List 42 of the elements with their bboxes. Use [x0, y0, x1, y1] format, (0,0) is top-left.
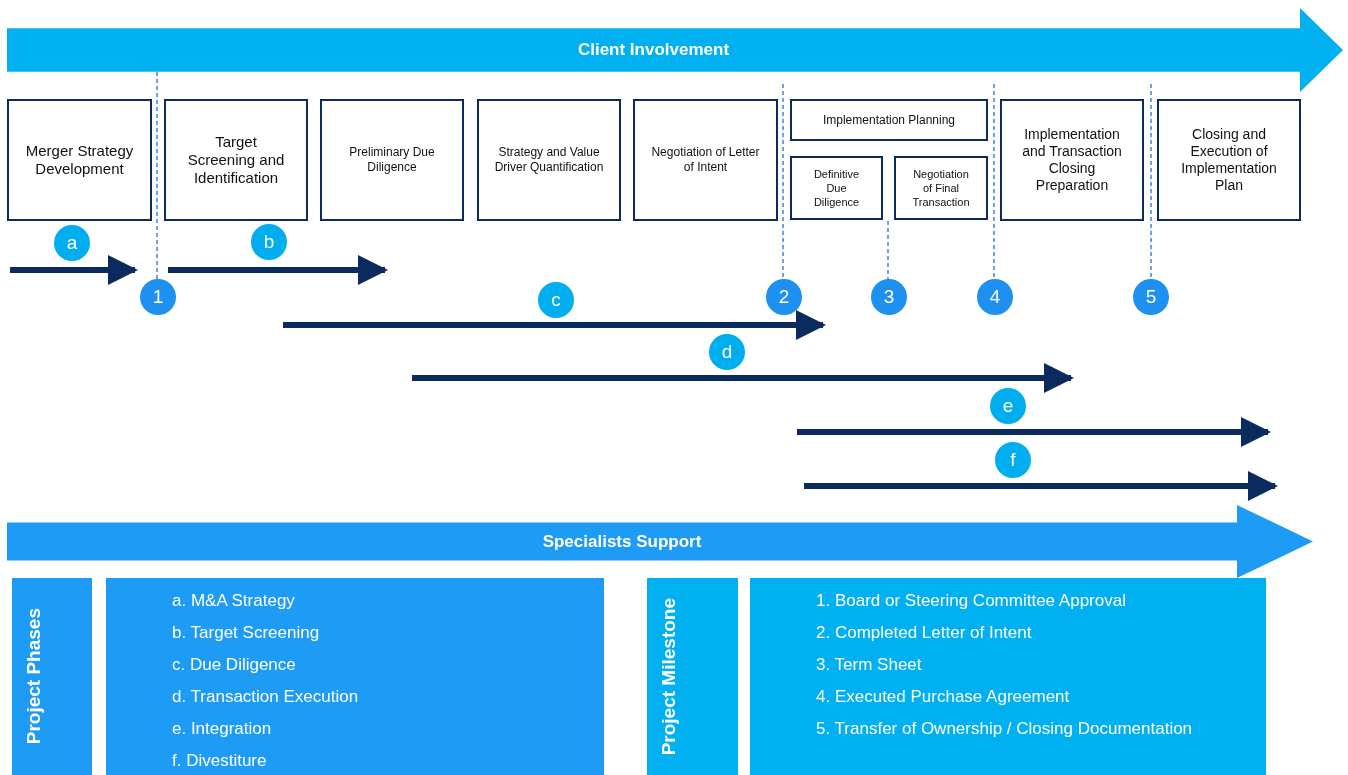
list-item: e. Integration [172, 718, 273, 740]
step-number-badge: e [990, 388, 1026, 424]
list-item: 3. Term Sheet [816, 654, 923, 676]
list-item: d. Transaction Execution [172, 686, 360, 708]
list-item: a. M&A Strategy [172, 590, 296, 612]
step-number-badge: f [995, 442, 1031, 478]
step-number-badge: 3 [871, 279, 907, 315]
process-box: Target Screening and Identification [164, 99, 308, 221]
step-number-badge: b [251, 224, 287, 260]
section-label-panel [12, 578, 92, 775]
section-label: Project Phases [22, 608, 45, 745]
list-panel [750, 578, 1266, 775]
list-item: b. Target Screening [172, 622, 321, 644]
section-label: Project Milestone [657, 597, 680, 756]
section-label-panel [647, 578, 738, 775]
list-panel [106, 578, 604, 775]
step-number-badge: d [709, 334, 745, 370]
process-box: Strategy and Value Driver Quantification [477, 99, 621, 221]
process-box: Implementation Planning [790, 99, 988, 141]
banner-arrow [7, 505, 1313, 578]
process-box: Implementation and Transaction Closing Preparation [1000, 99, 1144, 221]
step-number-badge: 4 [977, 279, 1013, 315]
process-box: Preliminary Due Diligence [320, 99, 464, 221]
list-item: f. Divestiture [172, 750, 268, 772]
step-number-badge: 2 [766, 279, 802, 315]
process-box: Definitive Due Diligence [790, 156, 883, 220]
banner-title: Specialists Support [542, 531, 702, 552]
step-number-badge: a [54, 225, 90, 261]
step-number-badge: 1 [140, 279, 176, 315]
banner-title: Client Involvement [577, 40, 730, 60]
process-box: Merger Strategy Development [7, 99, 152, 221]
list-item: c. Due Diligence [172, 654, 297, 676]
list-item: 1. Board or Steering Committee Approval [816, 590, 1127, 612]
process-box: Closing and Execution of Implementation Plan [1157, 99, 1301, 221]
process-box: Negotiation of Final Transaction [894, 156, 988, 220]
banner-arrow [7, 8, 1343, 92]
list-item: 5. Transfer of Ownership / Closing Documentation [816, 718, 1194, 740]
step-number-badge: 5 [1133, 279, 1169, 315]
step-number-badge: c [538, 282, 574, 318]
list-item: 4. Executed Purchase Agreement [816, 686, 1071, 708]
list-item: 2. Completed Letter of Intent [816, 622, 1033, 644]
process-box: Negotiation of Letter of Intent [633, 99, 778, 221]
